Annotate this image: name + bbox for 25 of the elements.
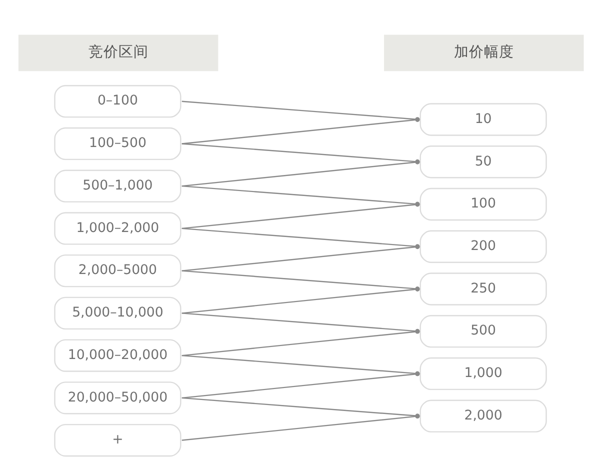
label: 加价幅度 — [454, 44, 514, 61]
node-box: 200 — [419, 230, 546, 263]
node-box: + — [54, 424, 181, 457]
node-box: 500 — [419, 315, 546, 348]
node-box: 1,000–2,000 — [54, 212, 181, 245]
node-box: 10 — [419, 103, 546, 136]
connector — [181, 143, 420, 164]
node-box: 0–100 — [54, 85, 181, 118]
node-box: 250 — [419, 272, 546, 306]
connector — [181, 160, 420, 187]
node-box: 100–500 — [54, 127, 181, 160]
connector — [181, 100, 420, 122]
node-box: 10,000–20,000 — [54, 339, 181, 372]
node-box: 50 — [419, 146, 546, 178]
node-box: 1,000 — [419, 357, 546, 390]
node-box: 2,000 — [419, 400, 546, 432]
node-box: 2,000–5000 — [54, 254, 181, 288]
node-box: 500–1,000 — [54, 170, 181, 202]
label: 竞价区间 — [88, 44, 148, 61]
node-box: 20,000–50,000 — [54, 382, 181, 414]
connector — [181, 117, 420, 144]
connector — [181, 286, 420, 314]
node-box: 100 — [419, 188, 546, 221]
connector — [181, 270, 420, 292]
node-box: 5,000–10,000 — [54, 296, 181, 330]
